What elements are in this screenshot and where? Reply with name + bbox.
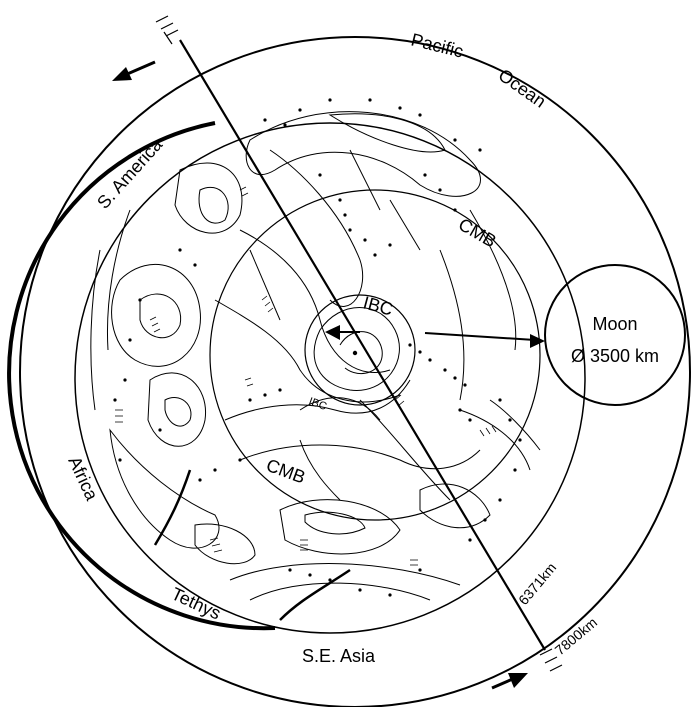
ibc-arrow-head <box>325 325 340 340</box>
label-ocean: Ocean <box>495 65 550 112</box>
axis-ticks-lower <box>539 648 563 672</box>
label-pacific: Pacific <box>409 29 465 61</box>
label-cmb-upper: CMB <box>455 214 500 251</box>
label-se-asia: S.E. Asia <box>302 646 376 666</box>
hatch-marks <box>115 186 497 566</box>
earth-surface-circle <box>74 122 586 634</box>
label-moon-title: Moon <box>592 314 637 334</box>
core-mantle-boundary <box>209 189 541 521</box>
mantle-dots <box>113 98 522 597</box>
cross-section-axis <box>179 39 546 651</box>
rotation-arrow-top-head <box>112 67 132 81</box>
label-moon-size: Ø 3500 km <box>571 346 659 366</box>
rotation-arrow-top-line <box>124 60 156 77</box>
label-ibc-lower: IBC <box>307 396 328 414</box>
moon-arrow-head <box>530 334 545 348</box>
moon-arrow-line <box>424 332 536 341</box>
boundary-mark-asia <box>279 568 351 621</box>
inner-boundary-core <box>304 294 416 406</box>
axis-ticks-upper <box>155 15 179 45</box>
mantle-contours <box>90 111 541 601</box>
moon-circle <box>544 264 686 406</box>
label-radius-outer: 7800km <box>552 614 600 658</box>
label-radius-inner: 6371km <box>515 559 559 607</box>
outer-ring-7800km <box>19 36 691 707</box>
boundary-mark-africa <box>153 469 192 546</box>
label-ibc-upper: IBC <box>361 293 395 320</box>
continental-margin-arc <box>7 121 276 631</box>
rotation-arrow-bottom-head <box>508 673 528 688</box>
label-africa: Africa <box>64 453 102 504</box>
